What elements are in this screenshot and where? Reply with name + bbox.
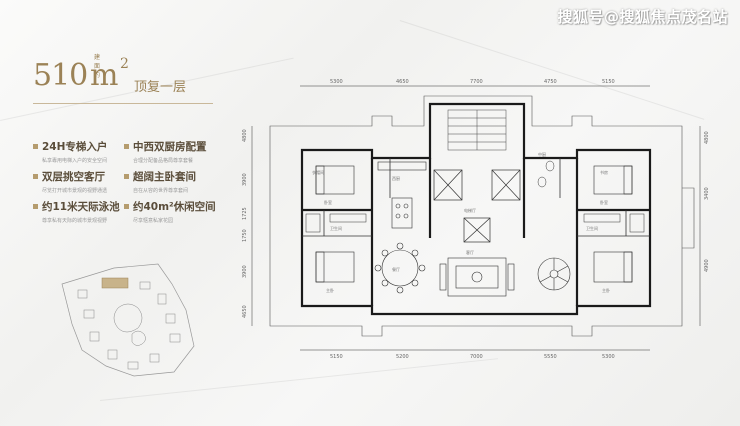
floor-plan: 5300 4650 7700 4750 5150 5150 5200 7000 … — [242, 79, 710, 358]
feature-item: 24H专梯入户 私享專用电梯入户的安全空间 — [33, 139, 133, 164]
area-unit: m — [90, 58, 119, 93]
interior-partitions — [302, 158, 650, 237]
living-sofa — [439, 257, 515, 297]
dimension-label: 1725 — [242, 207, 248, 220]
bullet-icon — [124, 204, 129, 209]
room-label: 主卧 — [602, 287, 610, 293]
spiral-staircase — [537, 257, 571, 291]
dimension-label: 4650 — [396, 79, 409, 85]
room-label: 中厨 — [538, 151, 546, 157]
dimension-label: 5200 — [396, 354, 409, 358]
dimension-label: 4900 — [704, 259, 710, 272]
feature-item: 约40m²休闲空间 尽享惬意私家花园 — [124, 199, 224, 224]
room-label: 西厨 — [392, 175, 400, 181]
feature-item: 约11米天际泳池 尊享私有天际的城市景观视野 — [33, 199, 133, 224]
watermark: 搜狐号@搜狐焦点茂名站 — [557, 8, 728, 26]
area-superscript: 2 — [120, 56, 129, 72]
dimension-label: 5150 — [330, 354, 343, 358]
room-label: 卧室 — [324, 199, 332, 205]
kitchen-counters — [377, 161, 427, 229]
feature-title: 中西双厨房配置 — [133, 141, 207, 153]
room-label: 餐厅 — [392, 266, 400, 272]
area-tag: 建面约 — [94, 54, 101, 79]
feature-item: 双层挑空客厅 尽览打开城市景观的视野通透 — [33, 169, 133, 194]
room-label: 衣帽间 — [312, 169, 324, 175]
elevators — [433, 169, 521, 243]
room-label: 主卧 — [326, 287, 334, 293]
dimension-label: 4800 — [242, 129, 248, 142]
dimension-label: 4650 — [242, 305, 248, 318]
dimension-label: 4800 — [704, 131, 710, 144]
feature-desc: 合理分配备品格局尊享套餐 — [133, 158, 194, 164]
feature-title: 约11米天际泳池 — [42, 201, 120, 213]
dimension-label: 3900 — [242, 173, 248, 186]
dimension-label: 3400 — [704, 187, 710, 200]
room-label: 客厅 — [466, 249, 474, 255]
feature-desc: 私享專用电梯入户的安全空间 — [42, 158, 108, 164]
dimension-label: 5150 — [602, 79, 615, 85]
floor-title: 顶复一层 — [134, 80, 187, 95]
dimension-label: 7000 — [470, 354, 483, 358]
room-label: 卧室 — [600, 199, 608, 205]
feature-desc: 尽享惬意私家花园 — [133, 218, 174, 224]
bullet-icon — [33, 144, 38, 149]
room-label: 卫生间 — [586, 225, 598, 231]
dimension-label: 5300 — [602, 354, 615, 358]
dining-table — [374, 242, 426, 294]
bathroom-fixtures — [305, 160, 645, 233]
bullet-icon — [33, 174, 38, 179]
dimension-label: 1750 — [242, 229, 248, 242]
room-labels: 卧室 卧室 客厅 餐厅 西厨 中厨 电梯厅 主卧 主卧 卫生间 卫生间 书房 衣… — [312, 151, 610, 293]
feature-desc: 尽览打开城市景观的视野通透 — [42, 188, 108, 194]
room-label: 卫生间 — [330, 225, 342, 231]
feature-title: 双层挑空客厅 — [42, 171, 105, 183]
top-dimensions: 5300 4650 7700 4750 5150 — [330, 79, 615, 85]
highlighted-building — [101, 277, 129, 289]
dimension-label: 3900 — [242, 265, 248, 278]
terrace-outline — [269, 95, 695, 337]
left-dimensions: 4800 3900 1725 1750 3900 4650 — [242, 129, 248, 318]
divider — [33, 103, 213, 104]
bottom-dimensions: 5150 5200 7000 5550 5300 — [330, 354, 615, 358]
bullet-icon — [124, 144, 129, 149]
dimension-label: 5550 — [544, 354, 557, 358]
furniture-beds — [315, 165, 633, 283]
area-number: 510 — [33, 58, 88, 93]
bullet-icon — [124, 174, 129, 179]
feature-desc: 自在从容的世界尊享套间 — [133, 188, 189, 194]
room-label: 书房 — [600, 169, 608, 175]
walls — [300, 102, 652, 316]
dimension-label: 4750 — [544, 79, 557, 85]
site-boundary — [61, 263, 195, 377]
stairwell — [447, 109, 507, 151]
dimension-lines — [251, 85, 701, 351]
feature-title: 约40m²休闲空间 — [133, 201, 216, 213]
site-location-map — [61, 263, 195, 377]
dimension-label: 5300 — [330, 79, 343, 85]
right-dimensions: 4800 3400 4900 — [704, 131, 710, 272]
site-buildings — [77, 281, 181, 370]
feature-desc: 尊享私有天际的城市景观视野 — [42, 218, 108, 224]
dimension-label: 7700 — [470, 79, 483, 85]
feature-item: 中西双厨房配置 合理分配备品格局尊享套餐 — [124, 139, 224, 164]
room-label: 电梯厅 — [464, 207, 476, 213]
feature-title: 超阔主卧套间 — [133, 171, 196, 183]
feature-item: 超阔主卧套间 自在从容的世界尊享套间 — [124, 169, 224, 194]
bullet-icon — [33, 204, 38, 209]
feature-title: 24H专梯入户 — [42, 141, 108, 153]
